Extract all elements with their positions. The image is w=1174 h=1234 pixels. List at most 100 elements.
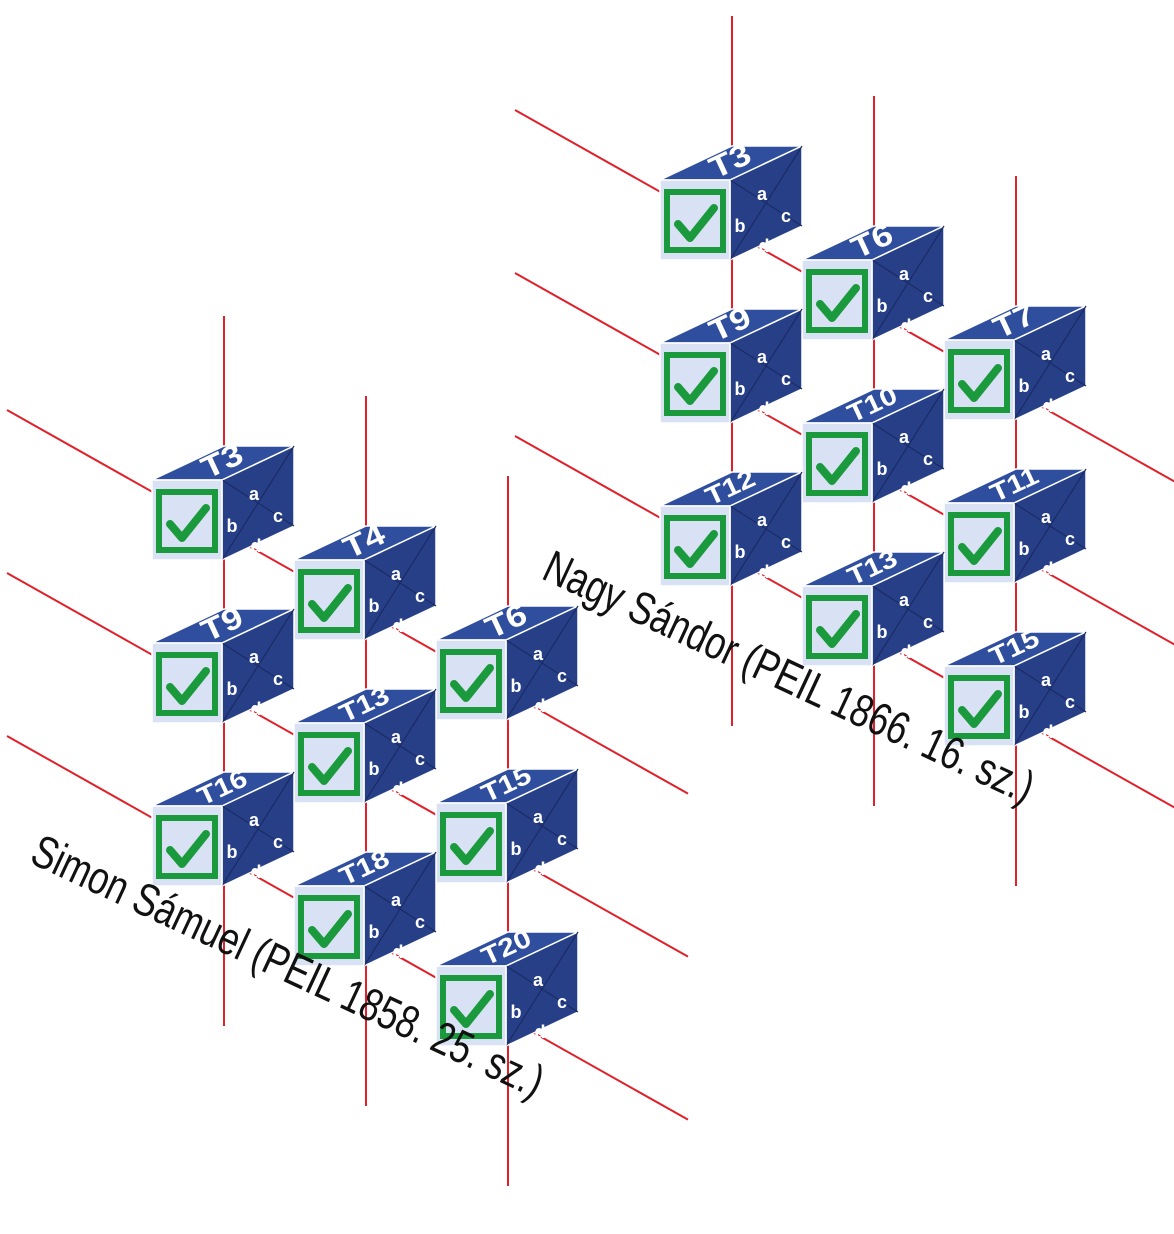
face-letter-d: d	[251, 699, 262, 719]
face-letter-b: b	[1019, 539, 1030, 559]
face-letter-d: d	[759, 236, 770, 256]
check-mark-icon	[816, 447, 860, 485]
check-mark-icon	[166, 667, 210, 705]
face-letter-c: c	[1065, 692, 1075, 712]
side-diagonal	[505, 931, 579, 1047]
check-box-icon	[298, 732, 360, 796]
check-box-icon	[298, 569, 360, 633]
check-box-icon	[806, 595, 868, 659]
check-mark-icon	[450, 990, 494, 1028]
face-letter-c: c	[415, 586, 425, 606]
check-mark-icon	[450, 827, 494, 865]
face-letter-c: c	[273, 669, 283, 689]
face-letter-d: d	[1043, 722, 1054, 742]
face-letter-a: a	[1041, 670, 1052, 690]
face-letter-d: d	[1043, 559, 1054, 579]
face-letter-d: d	[1043, 396, 1054, 416]
face-letter-c: c	[1065, 366, 1075, 386]
side-diagonal	[1013, 468, 1087, 584]
face-letter-b: b	[369, 922, 380, 942]
face-letter-b: b	[511, 1002, 522, 1022]
side-diagonal	[221, 445, 295, 561]
check-mark-icon	[674, 204, 718, 242]
face-letter-a: a	[391, 727, 402, 747]
face-letter-d: d	[901, 316, 912, 336]
side-diagonal	[1013, 631, 1087, 747]
face-letter-b: b	[227, 679, 238, 699]
face-letter-c: c	[557, 666, 567, 686]
side-diagonal	[871, 388, 945, 504]
face-letter-a: a	[1041, 344, 1052, 364]
check-box-icon	[948, 512, 1010, 576]
face-letter-c: c	[923, 449, 933, 469]
check-mark-icon	[166, 830, 210, 868]
face-letter-b: b	[1019, 702, 1030, 722]
check-mark-icon	[674, 530, 718, 568]
face-letter-d: d	[251, 862, 262, 882]
face-letter-b: b	[735, 379, 746, 399]
face-letter-c: c	[415, 912, 425, 932]
check-mark-icon	[166, 504, 210, 542]
side-diagonal	[505, 605, 579, 721]
face-letter-a: a	[249, 810, 260, 830]
side-diagonal	[363, 688, 437, 804]
face-letter-a: a	[249, 484, 260, 504]
face-letter-a: a	[391, 564, 402, 584]
face-letter-a: a	[899, 264, 910, 284]
face-letter-c: c	[923, 286, 933, 306]
face-letter-a: a	[533, 807, 544, 827]
check-mark-icon	[308, 747, 352, 785]
face-letter-a: a	[1041, 507, 1052, 527]
face-letter-b: b	[735, 542, 746, 562]
face-letter-d: d	[759, 399, 770, 419]
face-letter-c: c	[923, 612, 933, 632]
face-letter-a: a	[757, 510, 768, 530]
face-letter-d: d	[901, 479, 912, 499]
side-diagonal	[729, 308, 803, 424]
face-letter-c: c	[415, 749, 425, 769]
check-box-icon	[298, 895, 360, 959]
face-letter-b: b	[1019, 376, 1030, 396]
side-diagonal	[729, 471, 803, 587]
face-letter-d: d	[535, 1022, 546, 1042]
face-letter-d: d	[251, 536, 262, 556]
check-mark-icon	[816, 610, 860, 648]
check-mark-icon	[308, 584, 352, 622]
face-letter-a: a	[391, 890, 402, 910]
face-letter-a: a	[533, 644, 544, 664]
side-diagonal	[221, 608, 295, 724]
check-box-icon	[664, 515, 726, 579]
face-letter-c: c	[781, 206, 791, 226]
check-box-icon	[806, 269, 868, 333]
face-letter-a: a	[757, 184, 768, 204]
face-letter-d: d	[393, 942, 404, 962]
side-diagonal	[505, 768, 579, 884]
side-diagonal	[871, 225, 945, 341]
face-letter-a: a	[249, 647, 260, 667]
face-letter-d: d	[901, 642, 912, 662]
side-diagonal	[1013, 305, 1087, 421]
check-mark-icon	[958, 690, 1002, 728]
face-letter-d: d	[535, 696, 546, 716]
face-letter-b: b	[735, 216, 746, 236]
face-letter-b: b	[511, 676, 522, 696]
face-letter-d: d	[535, 859, 546, 879]
check-box-icon	[806, 432, 868, 496]
check-mark-icon	[674, 367, 718, 405]
side-diagonal	[729, 145, 803, 261]
